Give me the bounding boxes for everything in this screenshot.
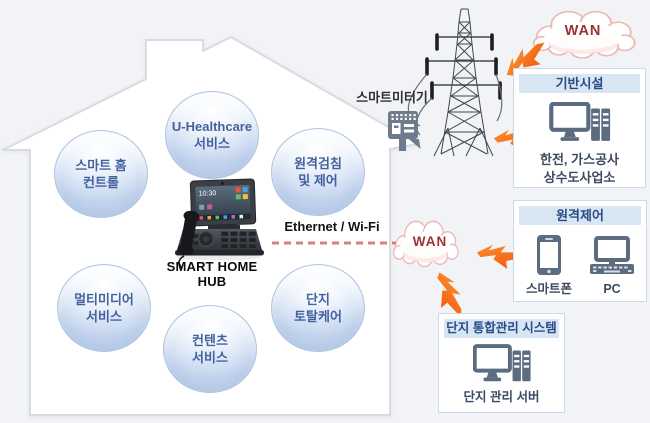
infrastructure-caption-line2: 상수도사업소 [543,169,616,185]
service-label: 컨텐츠 [192,333,228,348]
remote-control-box: 원격제어 스마트폰 PC [513,200,647,302]
hub-handset-cord [178,255,185,270]
service-label: 단지 [306,292,330,307]
hub-camera-dot [220,182,224,185]
infrastructure-caption-line1: 한전, 가스공사 [540,151,619,167]
complex-management-caption: 단지 관리 서버 [463,390,540,404]
infrastructure-box: 기반시설 한전, 가스공사 상수도사업소 [513,68,646,188]
complex-management-box-title: 단지 통합관리 시스템 [444,319,559,338]
smart-meter-label: 스마트미터기 [356,90,428,105]
transmission-tower [425,8,502,157]
complex-management-box: 단지 통합관리 시스템 단지 관리 서버 [438,313,565,413]
service-bubble-remote-metering: 원격검침 및 제어 [271,128,365,216]
service-bubble-content: 컨텐츠 서비스 [163,305,257,393]
smartphone-icon [536,234,562,276]
pc-label: PC [603,282,621,296]
service-label: 토탈케어 [294,309,342,324]
service-label: 서비스 [194,136,230,151]
pc-icon [590,236,634,276]
monitor-server-icon [547,102,613,145]
smartphone-label: 스마트폰 [525,282,572,296]
service-bubble-u-healthcare: U-Healthcare 서비스 [165,91,259,179]
service-label: 멀티미디어 [74,292,134,307]
service-label: 컨트롤 [83,175,119,190]
service-label: 원격검침 [294,156,342,171]
service-label: 서비스 [86,309,122,324]
hub-screen-app-icons [199,187,248,210]
service-label: 서비스 [192,350,228,365]
wan-label-top: WAN [564,23,602,39]
smart-home-hub-label: SMART HOME HUB [166,259,258,289]
service-bubble-complex-total-care: 단지 토탈케어 [271,264,365,352]
service-label: U-Healthcare [171,119,253,134]
service-bubble-smart-home-control: 스마트 홈 컨트롤 [54,130,148,218]
remote-control-box-title: 원격제어 [519,206,641,225]
hub-handset [177,210,200,256]
service-label: 스마트 홈 [75,158,127,173]
service-bubble-multimedia: 멀티미디어 서비스 [57,264,151,352]
hub-screen-time: 10:30 [199,190,217,198]
hub-screen-dock-icons [199,214,244,220]
wan-label-middle: WAN [412,234,448,249]
hub-keypad [192,231,257,249]
smart-home-hub-device: 10:30 [175,178,264,270]
ethernet-wifi-label: Ethernet / Wi-Fi [284,219,380,234]
service-label: 및 제어 [298,173,338,188]
monitor-server-icon [473,344,531,385]
infrastructure-box-title: 기반시설 [519,74,640,93]
